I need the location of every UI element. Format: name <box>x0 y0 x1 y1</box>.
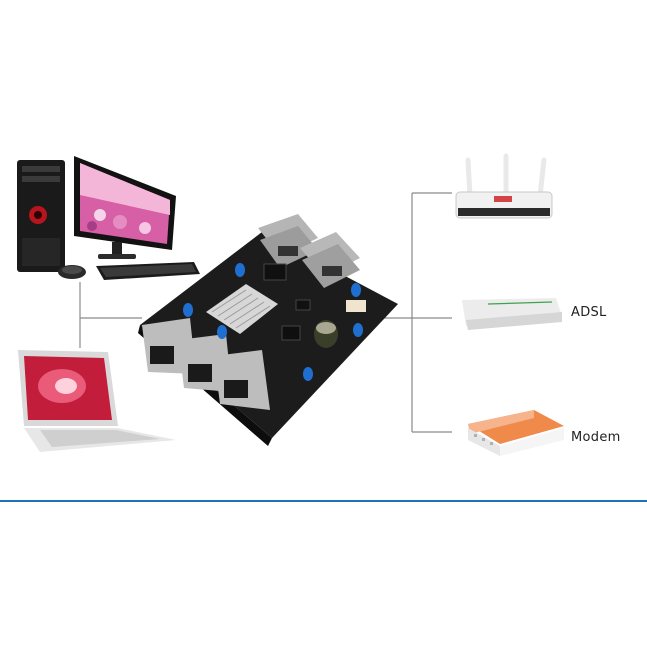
modem-label: Modem <box>571 430 621 445</box>
ethernet-switch-board <box>138 214 398 446</box>
adsl-label: ADSL <box>571 305 607 320</box>
laptop <box>18 350 176 452</box>
adsl-modem <box>462 298 562 330</box>
bottom-divider <box>0 500 647 502</box>
wireless-router <box>455 153 553 219</box>
modem <box>468 410 564 456</box>
desktop-computer <box>17 156 200 280</box>
